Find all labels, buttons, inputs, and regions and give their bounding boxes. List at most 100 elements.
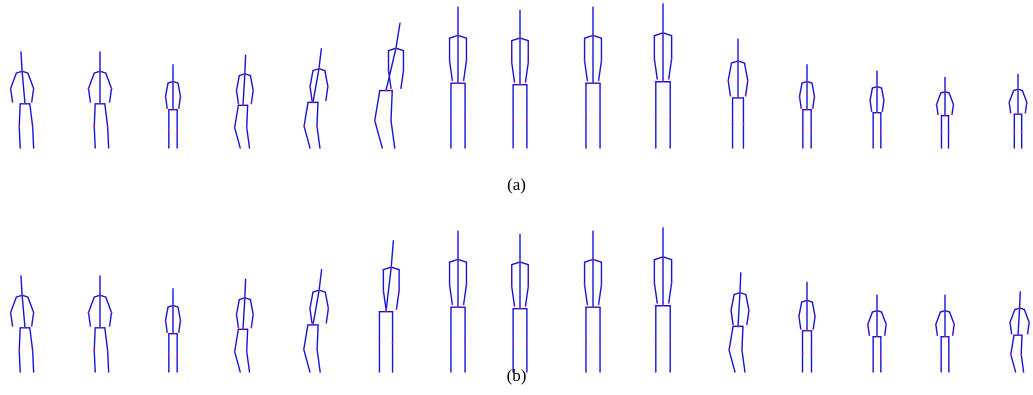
neck-head (20, 275, 23, 296)
left-thigh (233, 104, 240, 129)
joint (1025, 101, 1028, 104)
joint (390, 266, 393, 268)
right-forearm (178, 95, 182, 109)
left-upper-arm (935, 92, 942, 106)
right-shin (316, 125, 321, 149)
joint (382, 289, 385, 292)
joint (662, 304, 664, 307)
joint (951, 334, 954, 337)
right-shin (1020, 353, 1025, 373)
skeleton-pose (653, 227, 673, 373)
joint (1020, 353, 1023, 356)
right-thigh (316, 101, 319, 127)
joint (398, 289, 401, 292)
left-shoulder (653, 32, 664, 37)
neck-head (390, 240, 395, 268)
left-shoulder (382, 266, 392, 271)
left-forearm (448, 60, 454, 82)
right-forearm (668, 58, 673, 80)
spine (737, 291, 741, 328)
skeleton-pose (727, 38, 749, 149)
left-shin (93, 350, 96, 373)
neck-head (395, 22, 401, 49)
right-forearm (524, 285, 529, 307)
skeleton-pose (510, 9, 530, 149)
left-forearm (309, 85, 313, 102)
joint (235, 89, 238, 92)
left-forearm (164, 319, 168, 333)
left-upper-arm (730, 293, 735, 312)
joint (806, 299, 808, 302)
joint (600, 59, 603, 62)
joint (876, 335, 878, 338)
joint (373, 119, 376, 122)
right-upper-arm (745, 293, 750, 312)
joint (662, 80, 664, 83)
left-shoulder (238, 73, 246, 77)
left-forearm (164, 95, 168, 109)
right-forearm (881, 99, 885, 112)
joint (727, 79, 730, 82)
neck-head (244, 54, 247, 75)
joint (177, 331, 180, 333)
left-shin (1010, 353, 1017, 373)
left-forearm (1008, 101, 1012, 114)
right-forearm (400, 69, 405, 89)
left-shoulder (800, 299, 808, 303)
left-forearm (87, 87, 92, 103)
joint (32, 87, 35, 90)
left-thigh (233, 328, 240, 353)
right-forearm (395, 289, 400, 310)
joint (237, 102, 240, 105)
joint (592, 34, 594, 37)
joint (378, 342, 381, 345)
left-thigh (374, 89, 381, 122)
joint (876, 309, 878, 312)
right-forearm (462, 284, 468, 306)
left-thigh (18, 103, 21, 128)
joint (744, 94, 747, 97)
joint (24, 326, 26, 329)
joint (30, 325, 33, 327)
joint (870, 110, 873, 113)
right-upper-arm (743, 62, 749, 82)
skeleton-pose (583, 230, 603, 373)
right-forearm (812, 95, 816, 109)
joint (524, 305, 527, 307)
joint (812, 328, 815, 330)
joint (814, 315, 816, 318)
spine (312, 67, 320, 104)
right-forearm (250, 89, 254, 105)
joint (327, 307, 330, 310)
neck-head (318, 268, 323, 291)
right-shoulder (737, 60, 746, 64)
left-shin (233, 126, 241, 149)
joint (99, 70, 101, 73)
joint (457, 258, 459, 261)
joint (732, 323, 734, 326)
joint (465, 283, 468, 286)
joint (1008, 101, 1011, 104)
joint (11, 325, 14, 327)
joint (510, 285, 513, 288)
joint (600, 283, 603, 286)
joint (742, 123, 745, 125)
left-thigh (93, 103, 96, 128)
spine (21, 70, 26, 105)
right-upper-arm (1023, 308, 1030, 324)
joint (390, 119, 392, 122)
skeleton-pose (798, 281, 816, 373)
left-shoulder (15, 294, 23, 298)
right-forearm (178, 319, 182, 333)
left-forearm (653, 58, 658, 80)
right-shoulder (244, 73, 252, 77)
left-upper-arm (235, 298, 240, 316)
joint (801, 351, 804, 354)
left-forearm (387, 69, 392, 89)
left-forearm (653, 282, 658, 304)
joint (731, 123, 734, 125)
joint (252, 89, 255, 92)
left-forearm (448, 284, 454, 306)
joint (1026, 332, 1029, 335)
